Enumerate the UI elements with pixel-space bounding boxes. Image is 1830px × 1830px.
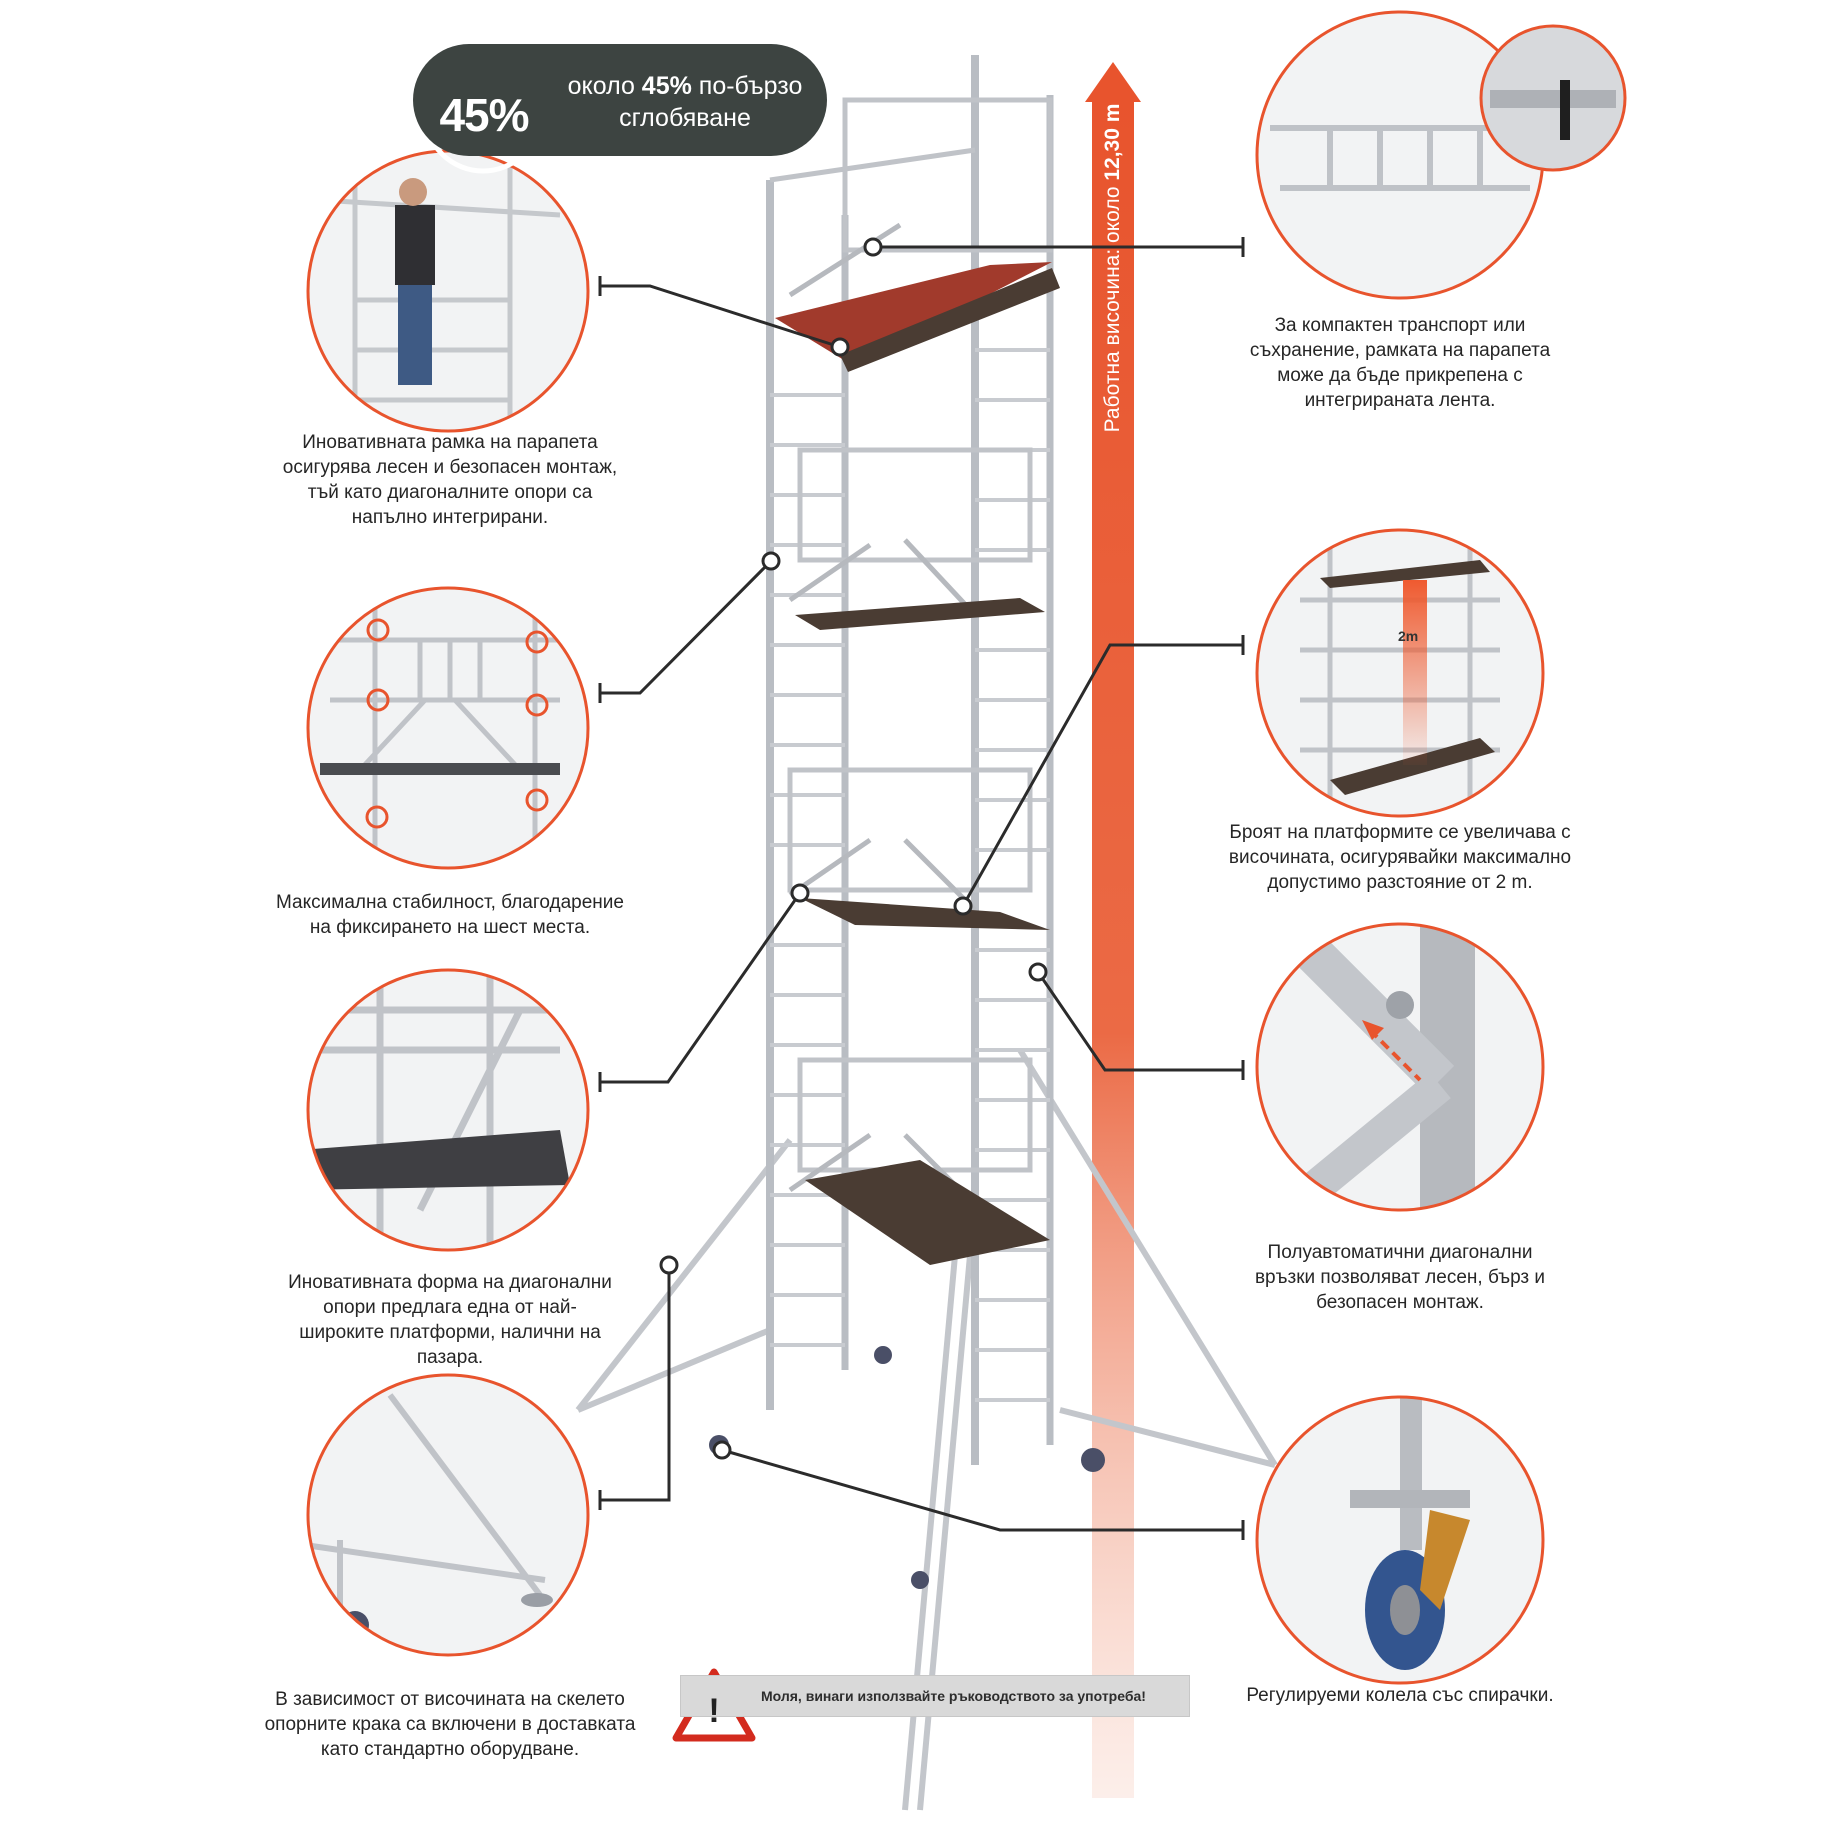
caption-transport: За компактен транспорт или съхранение, р… xyxy=(1249,315,1551,411)
badge-line1-suffix: по-бързо xyxy=(691,72,803,100)
working-height-label: Работна височина: около 12,30 m xyxy=(1101,104,1125,433)
caption-diagonal-shape: Иновативната форма на диагонални опори п… xyxy=(288,1272,612,1368)
platforms xyxy=(775,262,1060,1265)
callout-dots xyxy=(659,237,1048,1460)
assembly-speed-badge xyxy=(413,44,827,156)
badge-line1-bold: 45% xyxy=(641,72,692,100)
warning-exclamation: ! xyxy=(708,1692,720,1730)
working-height-prefix: Работна височина: около xyxy=(1101,180,1124,433)
callout-lines xyxy=(598,237,1245,1540)
inset-guardrail-installer xyxy=(306,149,590,433)
working-height-value: 12,30 m xyxy=(1101,103,1124,181)
frame-rungs xyxy=(770,348,1050,1402)
guardrail-frames xyxy=(769,97,1053,1173)
badge-percent: 45% xyxy=(439,89,529,141)
badge-text: около 45% по-бързо сглобяване xyxy=(560,70,810,134)
caption-wheels: Регулируеми колела със спирачки. xyxy=(1246,1685,1554,1706)
caption-outriggers: В зависимост от височината на скелето оп… xyxy=(264,1689,636,1760)
inset-semi-automatic-connector xyxy=(1255,922,1545,1212)
inset-braked-wheel xyxy=(1255,1395,1545,1685)
inset-outrigger-feet xyxy=(306,1373,590,1657)
warning-text: Моля, винаги използвайте ръководството з… xyxy=(761,1688,1146,1704)
badge-line2: сглобяване xyxy=(619,104,751,132)
manual-warning-banner: Моля, винаги използвайте ръководството з… xyxy=(680,1675,1190,1717)
badge-line1-prefix: около xyxy=(567,72,642,100)
inset-six-point-fixing xyxy=(306,586,590,870)
inset-platform-spacing xyxy=(1255,528,1545,818)
inset-transport-strap xyxy=(1255,10,1627,300)
inset-diagonal-shape xyxy=(306,968,590,1252)
height-arrow xyxy=(1085,62,1141,1798)
caption-guardrail: Иновативната рамка на парапета осигурява… xyxy=(282,432,618,528)
caption-platforms: Броят на платформите се увеличава с висо… xyxy=(1228,822,1572,893)
distance-2m-label: 2m xyxy=(1398,628,1419,644)
caption-connectors: Полуавтоматични диагонални връзки позвол… xyxy=(1254,1242,1546,1313)
caption-stability: Максимална стабилност, благодарение на ф… xyxy=(276,892,624,938)
